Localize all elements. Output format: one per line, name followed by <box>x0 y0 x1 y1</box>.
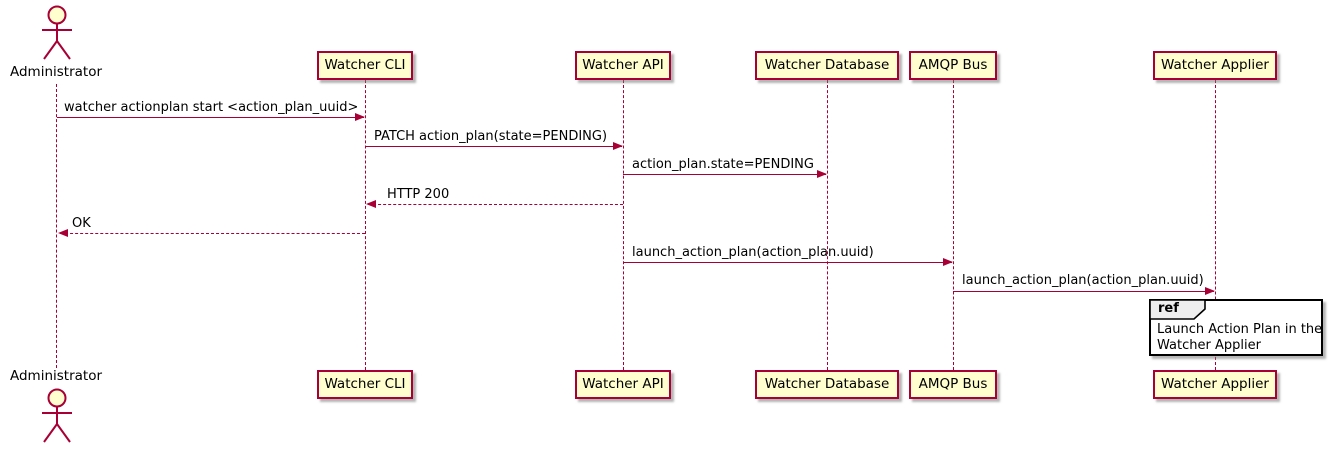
participant-watcher-cli-bottom: Watcher CLI <box>317 370 413 399</box>
ref-keyword-tab: ref <box>1149 299 1207 320</box>
message-7-label: launch_action_plan(action_plan.uuid) <box>962 273 1204 288</box>
lifeline-watcher-database <box>827 80 828 370</box>
message-2-arrowhead <box>613 142 623 150</box>
participant-watcher-database-bottom: Watcher Database <box>755 370 899 399</box>
ref-keyword: ref <box>1158 301 1179 316</box>
ref-body-line-1: Launch Action Plan in the <box>1157 322 1323 337</box>
actor-label-bottom: Administrator <box>9 368 103 384</box>
message-2-line <box>365 146 622 147</box>
participant-watcher-applier-top: Watcher Applier <box>1153 51 1277 80</box>
actor-label-top: Administrator <box>9 64 103 80</box>
message-5-label: OK <box>72 216 91 231</box>
message-7-arrowhead <box>1205 287 1215 295</box>
ref-tab-shape <box>1149 299 1206 320</box>
message-2-label: PATCH action_plan(state=PENDING) <box>374 129 608 144</box>
lifeline-watcher-api <box>623 80 624 370</box>
actor-figure-icon-bottom <box>42 388 72 443</box>
participant-watcher-database-top: Watcher Database <box>755 51 899 80</box>
lifeline-amqp-bus <box>953 80 954 370</box>
message-3-arrowhead <box>817 170 827 178</box>
message-1-line <box>57 117 364 118</box>
message-5-arrowhead <box>58 229 68 237</box>
participant-watcher-applier-bottom: Watcher Applier <box>1153 370 1277 399</box>
ref-fragment: ref Launch Action Plan in the Watcher Ap… <box>1149 299 1323 356</box>
actor-figure-icon <box>42 5 72 60</box>
lifeline-watcher-applier <box>1215 80 1216 370</box>
lifeline-administrator <box>56 84 57 368</box>
message-3-label: action_plan.state=PENDING <box>632 157 814 172</box>
message-6-arrowhead <box>943 258 953 266</box>
message-5-line <box>60 233 365 234</box>
ref-body-line-2: Watcher Applier <box>1157 338 1261 353</box>
participant-amqp-bus-bottom: AMQP Bus <box>909 370 997 399</box>
participant-watcher-api-bottom: Watcher API <box>575 370 671 399</box>
message-1-arrowhead <box>355 113 365 121</box>
ref-body: Launch Action Plan in the Watcher Applie… <box>1157 322 1322 354</box>
message-7-line <box>953 291 1214 292</box>
message-1-label: watcher actionplan start <action_plan_uu… <box>64 100 359 115</box>
participant-watcher-cli-top: Watcher CLI <box>317 51 413 80</box>
message-6-line <box>623 262 952 263</box>
participant-watcher-api-top: Watcher API <box>575 51 671 80</box>
message-4-label: HTTP 200 <box>387 187 450 202</box>
message-6-label: launch_action_plan(action_plan.uuid) <box>632 245 874 260</box>
message-4-arrowhead <box>366 200 376 208</box>
message-4-line <box>368 204 623 205</box>
message-3-line <box>623 174 826 175</box>
participant-amqp-bus-top: AMQP Bus <box>909 51 997 80</box>
lifeline-watcher-cli <box>365 80 366 370</box>
